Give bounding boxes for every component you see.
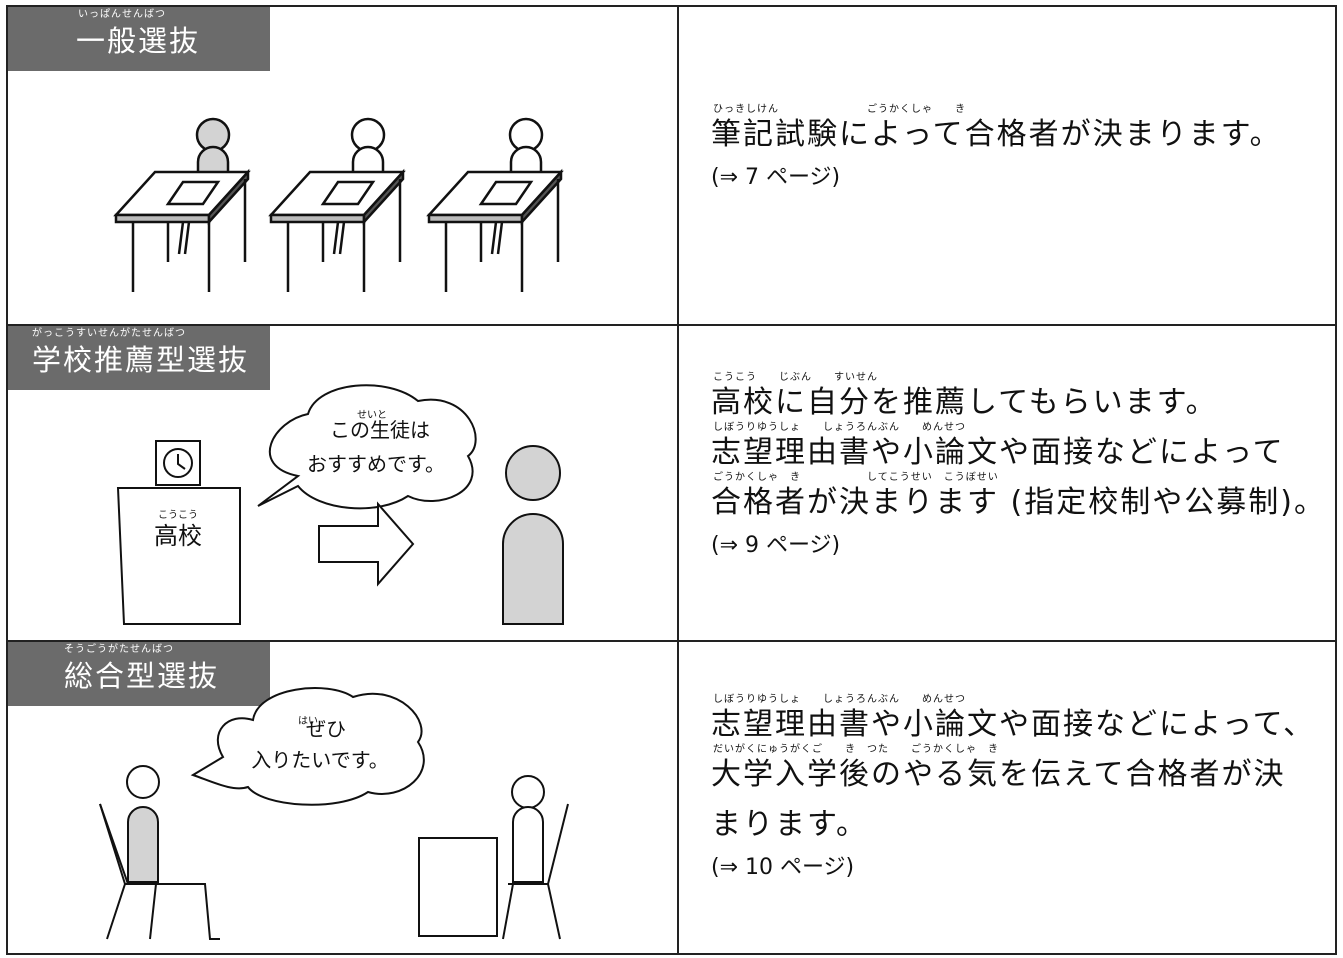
row3-label: そうごうがたせんばつ 総合型選抜 xyxy=(8,642,270,706)
applicant-body xyxy=(127,806,159,883)
arrow-right-icon xyxy=(318,501,415,587)
row2-label: がっこうすいせんがたせんばつ 学校推薦型選抜 xyxy=(8,326,270,390)
exam-illustration xyxy=(113,117,564,292)
row1-illustration-cell: いっぱんせんばつ 一般選抜 xyxy=(8,7,677,324)
desk-1 xyxy=(113,117,251,292)
row2-desc-ruby-3: ごうかくしゃ き してこうせい こうぼせい xyxy=(713,472,999,483)
row2-desc-ruby-2: しぼうりゆうしょ しょうろんぶん めんせつ xyxy=(713,422,966,433)
speech-line-2: 入りたいです。 xyxy=(251,748,388,772)
row2-desc-ruby-1: こうこう じぶん すいせん xyxy=(713,372,878,383)
recommendation-illustration: せいと この生徒は おすすめです。 こうこう 高校 xyxy=(116,384,564,625)
desk-2 xyxy=(268,117,406,292)
row2-description-cell: こうこう じぶん すいせん 高校に自分を推薦してもらいます。 しぼうりゆうしょ … xyxy=(679,326,1335,640)
school-building xyxy=(116,487,241,625)
interviewer-head xyxy=(511,775,545,809)
row3-desc-line-3: まります。 xyxy=(711,807,868,842)
row2-desc-line-2: 志望理由書や小論文や面接などによって xyxy=(711,435,1285,470)
school-label: 高校 xyxy=(154,522,202,550)
row1-label-ruby: いっぱんせんばつ xyxy=(78,9,166,20)
row2-illustration-cell: がっこうすいせんがたせんばつ 学校推薦型選抜 せいと この生徒は おすすめです。… xyxy=(8,326,677,640)
selection-table: いっぱんせんばつ 一般選抜 xyxy=(6,5,1337,955)
speech-ruby: はい xyxy=(298,715,318,727)
row2-label-ruby: がっこうすいせんがたせんばつ xyxy=(32,328,186,339)
interview-illustration: はい ぜひ 入りたいです。 xyxy=(99,687,569,940)
speech-line-1: この生徒は xyxy=(330,418,430,442)
row1-description-cell: ひっきしけん ごうかくしゃ き 筆記試験によって合格者が決まります。 (⇒ 7 … xyxy=(679,7,1335,324)
speech-ruby: せいと xyxy=(357,409,387,421)
row1-label: いっぱんせんばつ 一般選抜 xyxy=(8,7,270,71)
row2-page-ref: (⇒ 9 ページ) xyxy=(711,533,841,558)
desk-3 xyxy=(426,117,564,292)
interviewer-chair xyxy=(502,803,569,940)
row2-desc-line-3: 合格者が決まります (指定校制や公募制)。 xyxy=(711,485,1326,520)
speech-bubble xyxy=(190,687,425,806)
column-divider xyxy=(677,7,679,953)
interview-desk xyxy=(418,837,498,937)
clock-icon xyxy=(163,448,193,478)
interviewer-body xyxy=(512,806,544,883)
row3-label-title: 総合型選抜 xyxy=(64,659,220,693)
row-divider-2 xyxy=(8,640,1335,642)
row3-desc-ruby-1: しぼうりゆうしょ しょうろんぶん めんせつ xyxy=(713,694,966,705)
school-ruby: こうこう xyxy=(158,509,198,521)
speech-line-1: ぜひ xyxy=(306,717,346,741)
applicant-head xyxy=(126,765,160,799)
student-body xyxy=(502,513,564,625)
student-head xyxy=(505,445,561,501)
applicant-chair xyxy=(99,803,220,940)
row-divider-1 xyxy=(8,324,1335,326)
row2-desc-line-1: 高校に自分を推薦してもらいます。 xyxy=(711,385,1218,420)
speech-line-2: おすすめです。 xyxy=(307,452,445,476)
row3-desc-line-2: 大学入学後のやる気を伝えて合格者が決 xyxy=(711,757,1286,792)
row3-page-ref: (⇒ 10 ページ) xyxy=(711,855,855,880)
row1-desc-ruby-1: ひっきしけん ごうかくしゃ き xyxy=(713,104,966,115)
row1-page-ref: (⇒ 7 ページ) xyxy=(711,165,841,190)
row3-desc-ruby-3 xyxy=(711,794,1325,806)
speech-bubble xyxy=(257,384,477,510)
row3-label-ruby: そうごうがたせんばつ xyxy=(64,644,174,655)
row2-label-title: 学校推薦型選抜 xyxy=(32,343,250,377)
row3-illustration-cell: そうごうがたせんばつ 総合型選抜 はい ぜひ 入りたいです。 xyxy=(8,642,677,955)
row1-desc-line-1: 筆記試験によって合格者が決まります。 xyxy=(711,117,1282,152)
row3-desc-ruby-2: だいがくにゅうがくご き つた ごうかくしゃ き xyxy=(713,744,999,755)
row3-description-cell: しぼうりゆうしょ しょうろんぶん めんせつ 志望理由書や小論文や面接などによって… xyxy=(679,642,1335,955)
row3-desc-line-1: 志望理由書や小論文や面接などによって、 xyxy=(711,707,1316,742)
row1-label-title: 一般選抜 xyxy=(76,24,201,58)
